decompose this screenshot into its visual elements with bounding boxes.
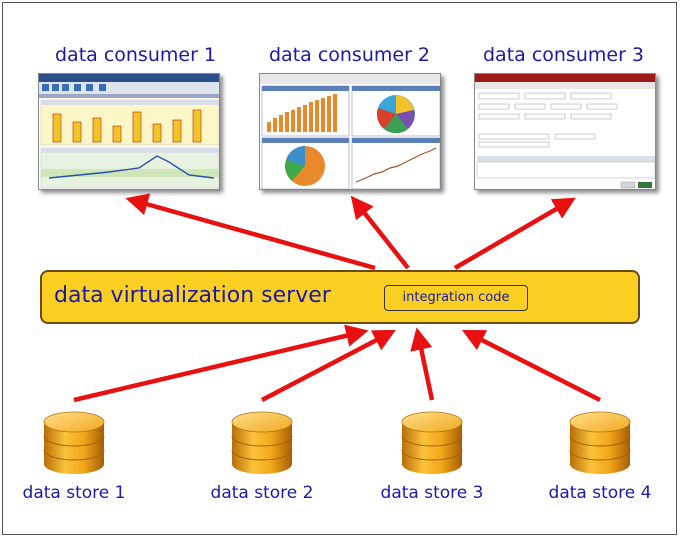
arrow-from-store-4 — [461, 329, 602, 403]
arrow-from-store-1 — [73, 324, 369, 403]
store-4-label: data store 4 — [548, 483, 652, 503]
consumer-3-form-graphic — [475, 74, 655, 189]
store-3-label: data store 3 — [380, 483, 484, 503]
consumer-1-screenshot — [38, 73, 220, 190]
arrow-to-consumer-3 — [453, 197, 576, 270]
consumer-3-label: data consumer 3 — [482, 44, 645, 66]
store-2-label: data store 2 — [210, 483, 314, 503]
data-virtualization-server: data virtualization server integration c… — [40, 270, 640, 324]
database-cylinder-4 — [569, 411, 631, 474]
arrow-from-store-2 — [260, 329, 396, 402]
server-label: data virtualization server — [54, 283, 331, 308]
database-cylinder-3 — [401, 411, 463, 474]
consumer-1-label: data consumer 1 — [54, 44, 217, 66]
consumer-1-chart-graphic — [39, 74, 219, 189]
store-to-server-arrows — [73, 324, 602, 403]
arrow-to-consumer-1 — [125, 193, 376, 271]
consumer-2-screenshot — [259, 73, 441, 190]
database-cylinder-2 — [231, 411, 293, 474]
database-cylinder-1 — [43, 411, 105, 474]
arrow-from-store-3 — [410, 327, 435, 401]
server-to-consumer-arrows — [125, 193, 576, 271]
integration-code-box: integration code — [384, 285, 528, 311]
consumer-2-dashboard-graphic — [260, 74, 440, 189]
arrow-to-consumer-2 — [350, 195, 410, 270]
store-1-label: data store 1 — [22, 483, 126, 503]
consumer-3-screenshot — [474, 73, 656, 190]
consumer-2-label: data consumer 2 — [268, 44, 431, 66]
